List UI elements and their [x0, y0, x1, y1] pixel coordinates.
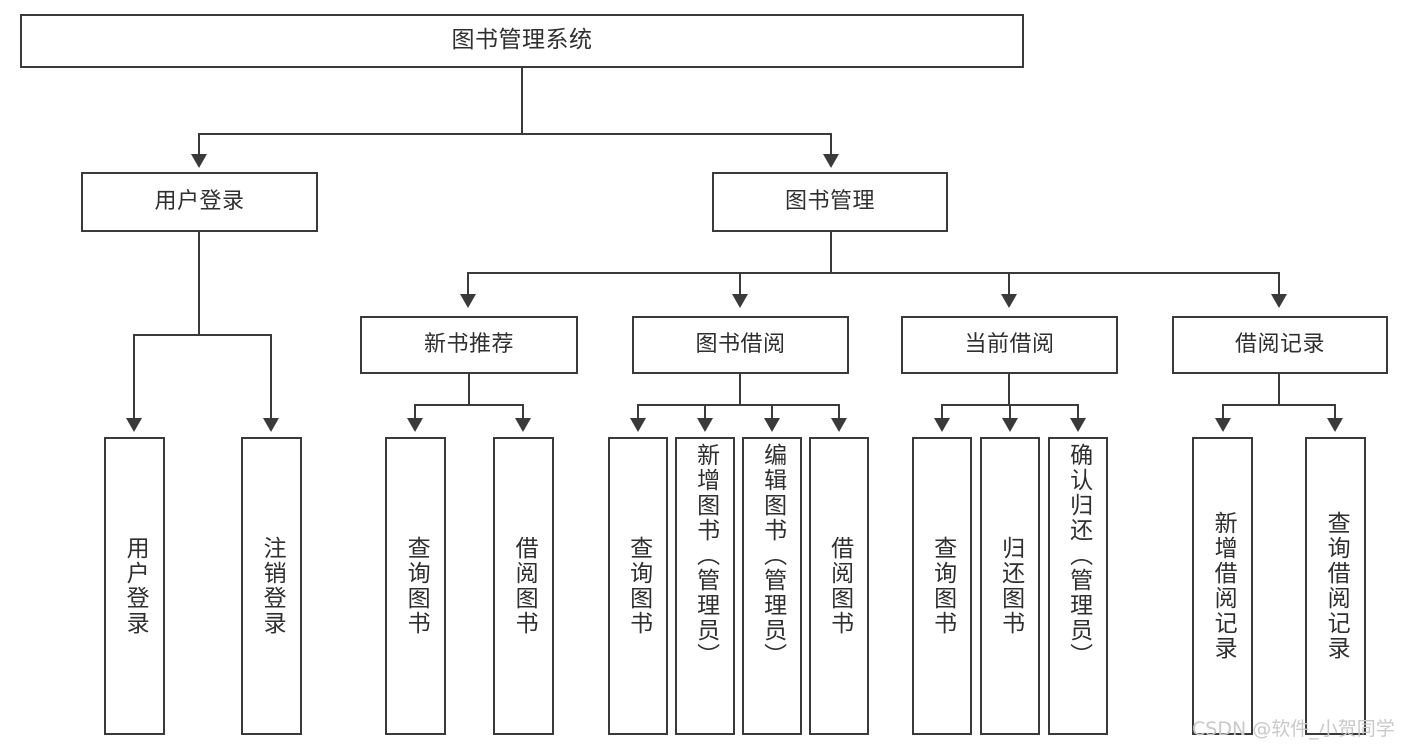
- connector-book-borrow-bar: [637, 404, 840, 407]
- leaf-query-book-current[interactable]: 查询图书: [912, 437, 972, 735]
- leaf-borrow-book[interactable]: 借阅图书: [809, 437, 869, 735]
- node-label: 归还图书: [997, 536, 1024, 636]
- leaf-confirm-return-admin[interactable]: 确认归还（管理员）: [1048, 437, 1108, 735]
- connector-current-borrow-stem: [1008, 374, 1011, 406]
- arrow-to-current-borrow: [1001, 294, 1017, 308]
- arrow-book-borrow-to-leaf-3: [831, 418, 847, 432]
- connector-to-new-book: [467, 272, 470, 296]
- connector-new-book-stem: [468, 374, 471, 406]
- arrow-to-borrow-records: [1271, 294, 1287, 308]
- connector-new-book-to-leaf-0: [414, 404, 417, 420]
- arrow-user-login-to-leaf-0: [126, 418, 142, 432]
- node-label: 新增借阅记录: [1210, 511, 1237, 661]
- node-new-book-recommend[interactable]: 新书推荐: [360, 316, 578, 374]
- arrow-book-borrow-to-leaf-2: [764, 418, 780, 432]
- connector-borrow-records-stem: [1278, 374, 1281, 406]
- node-label: 新增图书（管理员）: [692, 443, 719, 668]
- node-label: 编辑图书（管理员）: [759, 443, 786, 668]
- node-label: 用户登录: [122, 536, 149, 636]
- connector-user-login-to-leaf-0: [133, 334, 136, 420]
- node-label: 当前借阅: [964, 331, 1055, 357]
- node-label: 图书管理系统: [451, 27, 593, 54]
- node-borrow-records[interactable]: 借阅记录: [1172, 316, 1388, 374]
- arrow-new-book-to-leaf-1: [515, 418, 531, 432]
- connector-root-bar: [198, 133, 832, 136]
- connector-user-login-stem: [198, 232, 201, 336]
- leaf-logout[interactable]: 注销登录: [241, 437, 302, 735]
- node-label: 图书借阅: [695, 331, 786, 357]
- leaf-query-book-recommend[interactable]: 查询图书: [385, 437, 446, 735]
- leaf-user-login[interactable]: 用户登录: [104, 437, 165, 735]
- leaf-query-book-borrow[interactable]: 查询图书: [608, 437, 668, 735]
- arrow-new-book-to-leaf-0: [407, 418, 423, 432]
- arrow-borrow-records-to-leaf-0: [1215, 418, 1231, 432]
- leaf-edit-book-admin[interactable]: 编辑图书（管理员）: [742, 437, 802, 735]
- node-label: 查询图书: [625, 536, 652, 636]
- node-user-login[interactable]: 用户登录: [81, 172, 318, 232]
- node-label: 查询借阅记录: [1323, 511, 1350, 661]
- leaf-query-borrow-record[interactable]: 查询借阅记录: [1305, 437, 1366, 735]
- node-book-management[interactable]: 图书管理: [712, 172, 948, 232]
- leaf-return-book[interactable]: 归还图书: [980, 437, 1040, 735]
- connector-book-borrow-to-leaf-3: [838, 404, 841, 420]
- node-label: 注销登录: [259, 536, 286, 636]
- node-label: 图书管理: [784, 188, 875, 214]
- node-label: 用户登录: [154, 188, 245, 214]
- arrow-book-borrow-to-leaf-1: [697, 418, 713, 432]
- connector-book-borrow-to-leaf-2: [771, 404, 774, 420]
- connector-book-manage-stem: [830, 232, 833, 274]
- connector-borrow-records-to-leaf-0: [1222, 404, 1225, 420]
- node-label: 确认归还（管理员）: [1065, 443, 1092, 668]
- connector-current-borrow-to-leaf-0: [941, 404, 944, 420]
- node-label: 查询图书: [929, 536, 956, 636]
- connector-user-login-to-leaf-1: [270, 334, 273, 420]
- connector-current-borrow-to-leaf-1: [1009, 404, 1012, 420]
- connector-root-stem: [521, 68, 524, 134]
- arrow-current-borrow-to-leaf-0: [934, 418, 950, 432]
- connector-user-login-bar: [133, 334, 272, 337]
- connector-root-to-book-manage: [830, 133, 833, 156]
- leaf-add-book-admin[interactable]: 新增图书（管理员）: [675, 437, 735, 735]
- node-root-system[interactable]: 图书管理系统: [20, 14, 1024, 68]
- connector-book-borrow-to-leaf-1: [704, 404, 707, 420]
- node-label: 查询图书: [403, 536, 430, 636]
- leaf-add-borrow-record[interactable]: 新增借阅记录: [1192, 437, 1253, 735]
- node-label: 借阅图书: [511, 536, 538, 636]
- arrow-to-book-borrow: [732, 294, 748, 308]
- arrow-to-new-book: [460, 294, 476, 308]
- node-label: 借阅记录: [1234, 331, 1325, 357]
- connector-current-borrow-to-leaf-2: [1077, 404, 1080, 420]
- arrow-root-to-book-manage: [823, 154, 839, 168]
- connector-book-manage-bar: [467, 272, 1280, 275]
- arrow-user-login-to-leaf-1: [263, 418, 279, 432]
- arrow-current-borrow-to-leaf-2: [1070, 418, 1086, 432]
- node-label: 借阅图书: [826, 536, 853, 636]
- connector-root-to-user-login: [198, 133, 201, 156]
- node-label: 新书推荐: [423, 331, 514, 357]
- connector-borrow-records-to-leaf-1: [1334, 404, 1337, 420]
- connector-new-book-bar: [414, 404, 524, 407]
- arrow-borrow-records-to-leaf-1: [1327, 418, 1343, 432]
- arrow-book-borrow-to-leaf-0: [630, 418, 646, 432]
- connector-new-book-to-leaf-1: [522, 404, 525, 420]
- node-book-borrow[interactable]: 图书借阅: [632, 316, 849, 374]
- arrow-root-to-user-login: [191, 154, 207, 168]
- connector-book-borrow-to-leaf-0: [637, 404, 640, 420]
- leaf-borrow-book-recommend[interactable]: 借阅图书: [493, 437, 554, 735]
- node-current-borrow[interactable]: 当前借阅: [901, 316, 1118, 374]
- connector-to-borrow-records: [1278, 272, 1281, 296]
- connector-to-book-borrow: [739, 272, 742, 296]
- connector-to-current-borrow: [1008, 272, 1011, 296]
- connector-book-borrow-stem: [739, 374, 742, 406]
- connector-borrow-records-bar: [1222, 404, 1336, 407]
- arrow-current-borrow-to-leaf-1: [1002, 418, 1018, 432]
